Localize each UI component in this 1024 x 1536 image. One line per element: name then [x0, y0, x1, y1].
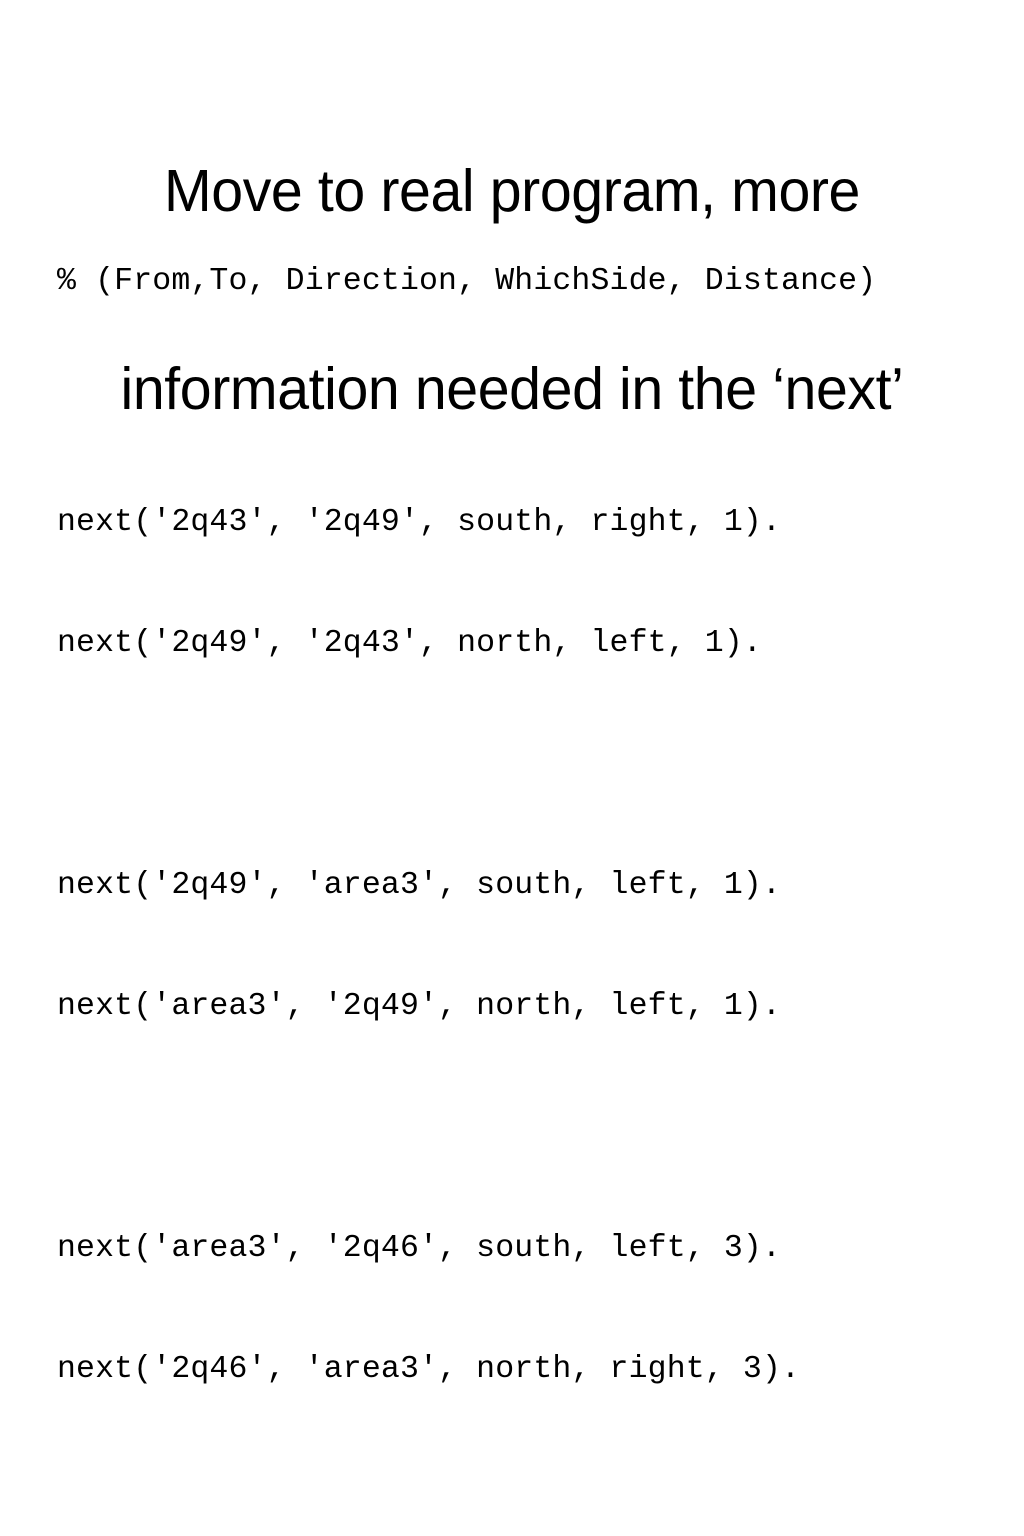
code-line-fact-2: next('2q49', '2q43', north, left, 1). [57, 626, 762, 662]
code-line-blank [57, 1471, 997, 1511]
slide: Move to real program, more information n… [15, 26, 1008, 1387]
page-title: Move to real program, more information n… [15, 26, 1008, 554]
code-block: % (From,To, Direction, WhichSide, Distan… [57, 181, 997, 1536]
code-line-comment-signature: % (From,To, Direction, WhichSide, Distan… [57, 263, 877, 299]
code-line-blank [57, 382, 997, 422]
code-line-fact-6: next('2q46', 'area3', north, right, 3). [57, 1351, 801, 1387]
page-title-line-2: information needed in the ‘next’ [120, 356, 904, 422]
code-line-fact-5: next('area3', '2q46', south, left, 3). [57, 1230, 782, 1266]
code-line-fact-3: next('2q49', 'area3', south, left, 1). [57, 868, 782, 904]
code-line-blank [57, 1108, 997, 1148]
code-line-blank [57, 745, 997, 785]
page-title-line-1: Move to real program, more [163, 158, 861, 224]
code-line-fact-4: next('area3', '2q49', north, left, 1). [57, 988, 782, 1024]
code-line-fact-1: next('2q43', '2q49', south, right, 1). [57, 505, 782, 541]
